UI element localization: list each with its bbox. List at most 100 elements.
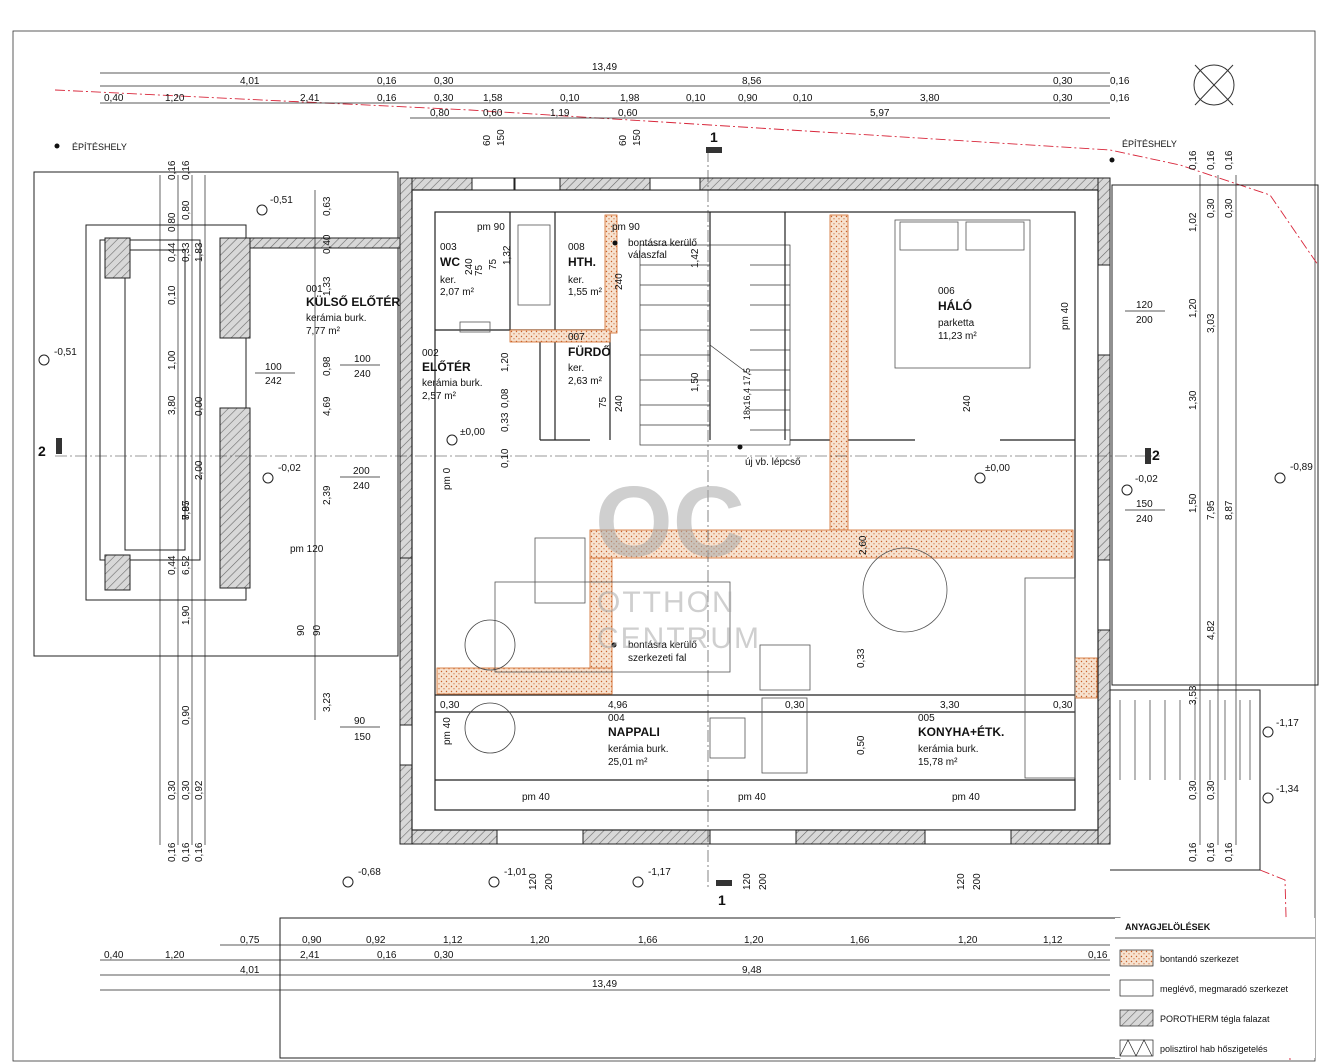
opening-dim: 1,20 bbox=[500, 352, 511, 372]
section-mark-top: 1 bbox=[710, 129, 718, 145]
room-name: KONYHA+ÉTK. bbox=[918, 724, 1004, 739]
dimension-value: 4,01 bbox=[240, 965, 260, 976]
dimension-value: 1,30 bbox=[1188, 390, 1199, 410]
opening-dim: 75 bbox=[598, 396, 609, 408]
opening-dim: 150 bbox=[1136, 499, 1153, 510]
opening-dim: 0,30 bbox=[1053, 700, 1073, 711]
opening-dim: 120 bbox=[956, 873, 967, 890]
dimension-value: 8,87 bbox=[1224, 500, 1235, 520]
dimension-value: 1,90 bbox=[181, 605, 192, 625]
level-label: -1,34 bbox=[1276, 784, 1299, 795]
dimension-value: 0,60 bbox=[618, 108, 638, 119]
dimension-value: 3,80 bbox=[920, 93, 940, 104]
dimension-value: 1,19 bbox=[550, 108, 570, 119]
dimension-value: 2,39 bbox=[322, 485, 333, 505]
room-name: ELŐTÉR bbox=[422, 359, 471, 374]
note-demolish-partition-2: válaszfal bbox=[628, 250, 667, 261]
opening-label: pm 40 bbox=[442, 717, 453, 745]
room-finish: kerámia burk. bbox=[422, 378, 483, 389]
dimension-value: 5,97 bbox=[870, 108, 890, 119]
dimension-value: 0,16 bbox=[1224, 150, 1235, 170]
dimension-value: 0,30 bbox=[1224, 198, 1235, 218]
level-label: -1,17 bbox=[648, 867, 671, 878]
dimension-value: 0,16 bbox=[1110, 76, 1130, 87]
legend-swatch-porotherm bbox=[1119, 1009, 1154, 1027]
opening-label: pm 40 bbox=[952, 792, 980, 803]
dimension-value: 0,92 bbox=[194, 780, 205, 800]
opening-dim: 200 bbox=[758, 873, 769, 890]
dimension-value: 0,44 bbox=[167, 555, 178, 575]
dimension-value: 0,10 bbox=[560, 93, 580, 104]
opening-dim: 0,10 bbox=[500, 448, 511, 468]
dimension-value: 0,10 bbox=[167, 285, 178, 305]
dimension-value: 0,16 bbox=[167, 842, 178, 862]
room-id: 004 bbox=[608, 713, 625, 724]
opening-dim: 75 bbox=[474, 264, 485, 276]
opening-label: pm 0 bbox=[442, 467, 453, 490]
dimension-value: 0,40 bbox=[104, 93, 124, 104]
dimension-value: 0,16 bbox=[377, 93, 397, 104]
room-area: 7,77 m² bbox=[306, 326, 341, 337]
opening-dim: 240 bbox=[614, 395, 625, 412]
dim-left-a: 0,160,800,440,101,003,800,440,300,16 bbox=[167, 160, 178, 862]
opening-label: pm 90 bbox=[477, 222, 505, 233]
legend-title: ANYAGJELÖLÉSEK bbox=[1125, 922, 1211, 932]
legend-swatch-existing bbox=[1119, 979, 1154, 997]
opening-dim: 0,33 bbox=[500, 412, 511, 432]
note-new-stair: új vb. lépcső bbox=[745, 457, 801, 468]
opening-dim: 120 bbox=[528, 873, 539, 890]
note-stair: 18x16,4 17,5 bbox=[742, 368, 752, 420]
north-arrow-icon bbox=[1193, 64, 1235, 106]
level-label: -0,68 bbox=[358, 867, 381, 878]
room-id: 005 bbox=[918, 713, 935, 724]
dimension-value: 1,20 bbox=[1188, 298, 1199, 318]
opening-dim: 150 bbox=[354, 732, 371, 743]
dimension-value: 8,87 bbox=[181, 500, 192, 520]
dim-left-d: 0,631,330,400,984,692,393,23 bbox=[322, 196, 333, 712]
demolish-zones bbox=[436, 214, 1098, 699]
opening-dim: 1,42 bbox=[690, 248, 701, 268]
dim-right-b: 0,160,303,037,954,820,300,16 bbox=[1206, 150, 1217, 862]
dimension-value: 0,16 bbox=[1206, 150, 1217, 170]
dimension-value: 0,30 bbox=[434, 93, 454, 104]
room-labels: 001 KÜLSŐ ELŐTÉR kerámia burk. 7,77 m² 0… bbox=[306, 242, 1004, 768]
dimension-value: 0,30 bbox=[1053, 93, 1073, 104]
dim-top-total: 13,49 bbox=[592, 62, 617, 73]
dimension-value: 0,80 bbox=[167, 212, 178, 232]
dimension-value: 8,56 bbox=[742, 76, 762, 87]
dimension-value: 6,52 bbox=[181, 555, 192, 575]
dimension-value: 0,16 bbox=[1188, 150, 1199, 170]
opening-dim: 3,30 bbox=[940, 700, 960, 711]
room-finish: kerámia burk. bbox=[918, 744, 979, 755]
level-label: ±0,00 bbox=[460, 427, 485, 438]
dimension-value: 1,12 bbox=[443, 935, 463, 946]
opening-label: pm 120 bbox=[290, 544, 324, 555]
section-mark-bottom: 1 bbox=[718, 892, 726, 908]
site-label-left: ÉPÍTÉSHELY bbox=[72, 142, 127, 152]
dim-left-c: 1,830,002,000,920,16 bbox=[194, 242, 205, 862]
dimension-value: 0,92 bbox=[366, 935, 386, 946]
watermark-line2: CENTRUM bbox=[597, 622, 761, 655]
level-label: -1,17 bbox=[1276, 718, 1299, 729]
opening-dim: 200 bbox=[1136, 315, 1153, 326]
room-finish: ker. bbox=[568, 363, 584, 374]
opening-dim: 0,50 bbox=[856, 735, 867, 755]
note-demolish-wall-2: szerkezeti fal bbox=[628, 653, 686, 664]
section-mark-right: 2 bbox=[1152, 447, 1160, 463]
windows bbox=[399, 177, 1111, 845]
opening-dim: 60 bbox=[482, 134, 493, 146]
room-finish: kerámia burk. bbox=[306, 313, 367, 324]
dimension-value: 0,40 bbox=[104, 950, 124, 961]
opening-dim: 200 bbox=[544, 873, 555, 890]
dimension-value: 0,16 bbox=[377, 76, 397, 87]
room-finish: ker. bbox=[568, 275, 584, 286]
dimension-value: 0,90 bbox=[738, 93, 758, 104]
room-area: 2,63 m² bbox=[568, 376, 603, 387]
opening-label: pm 40 bbox=[1060, 302, 1071, 330]
room-name: HÁLÓ bbox=[938, 298, 972, 313]
room-id: 006 bbox=[938, 286, 955, 297]
opening-dim: 150 bbox=[496, 129, 507, 146]
dimension-value: 2,41 bbox=[300, 93, 320, 104]
furniture bbox=[459, 219, 1076, 779]
